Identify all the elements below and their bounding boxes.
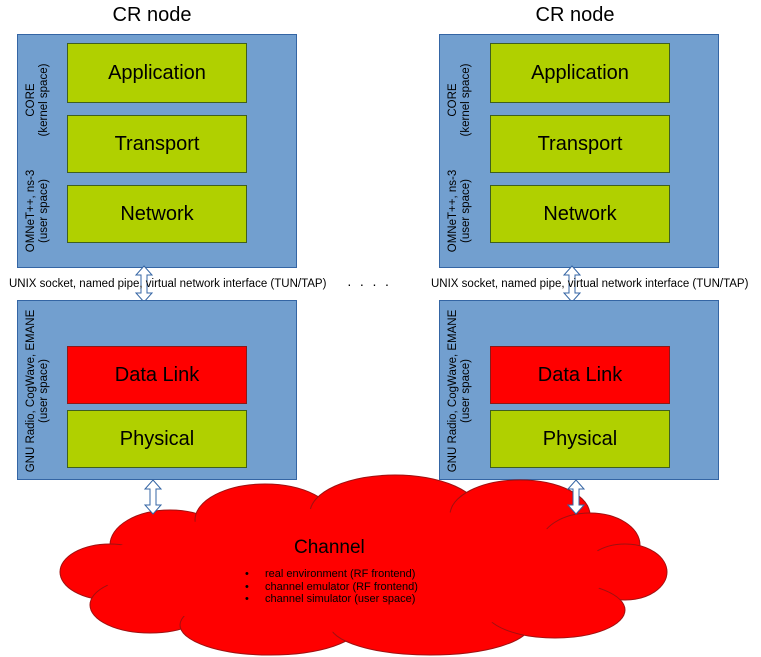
- upper-stack-panel-right: CORE(kernel space) OMNeT++, ns-3(user sp…: [439, 34, 719, 268]
- channel-arrow-right: [566, 479, 586, 515]
- cr-node-title-right: CR node: [535, 4, 615, 26]
- physical-layer-right: Physical: [490, 410, 670, 468]
- data-link-layer-left: Data Link: [67, 346, 247, 404]
- transport-layer-right: Transport: [490, 115, 670, 173]
- application-layer-right: Application: [490, 43, 670, 103]
- interface-label-left: UNIX socket, named pipe, virtual network…: [9, 278, 327, 290]
- physical-layer-left: Physical: [67, 410, 247, 468]
- channel-item-real-environment: real environment (RF frontend): [245, 568, 418, 581]
- transport-layer-left: Transport: [67, 115, 247, 173]
- more-nodes-ellipsis: · · · ·: [347, 276, 392, 292]
- cr-node-title-left: CR node: [112, 4, 192, 26]
- lower-stack-panel-left: GNU Radio, CogWave, EMANE(user space) Da…: [17, 300, 297, 480]
- data-link-layer-right: Data Link: [490, 346, 670, 404]
- network-layer-right: Network: [490, 185, 670, 243]
- lower-stack-panel-right: GNU Radio, CogWave, EMANE(user space) Da…: [439, 300, 719, 480]
- network-layer-left: Network: [67, 185, 247, 243]
- application-layer-left: Application: [67, 43, 247, 103]
- channel-item-simulator: channel simulator (user space): [245, 593, 418, 606]
- channel-item-emulator: channel emulator (RF frontend): [245, 581, 418, 594]
- upper-stack-panel-left: CORE(kernel space) OMNeT++, ns-3(user sp…: [17, 34, 297, 268]
- channel-title: Channel: [294, 537, 365, 558]
- channel-items-list: real environment (RF frontend) channel e…: [245, 568, 418, 606]
- interface-label-right: UNIX socket, named pipe, virtual network…: [431, 278, 749, 290]
- channel-arrow-left: [143, 479, 163, 515]
